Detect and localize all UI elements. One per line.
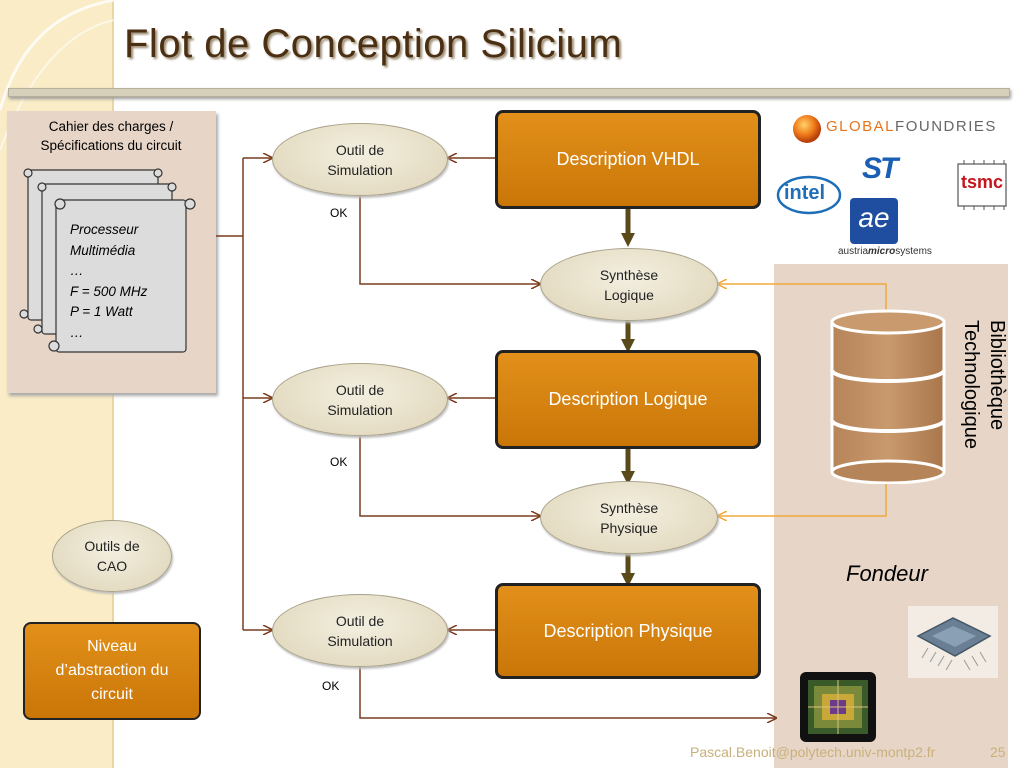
spec-document-text: Processeur Multimédia … F = 500 MHz P = … xyxy=(70,220,180,343)
spec-line: Multimédia xyxy=(70,242,136,258)
ams-logo: ae xyxy=(850,198,898,244)
ellipse-line: Simulation xyxy=(327,161,393,178)
ok-label: OK xyxy=(322,679,340,693)
box-label: Description Physique xyxy=(543,620,713,641)
spec-line: … xyxy=(70,263,84,278)
biblio-line: Technologique xyxy=(960,320,982,449)
spec-to-simulators-bus xyxy=(216,158,272,630)
technology-library-label: Bibliothèque Technologique xyxy=(924,320,1010,480)
description-physique-box: Description Physique xyxy=(495,583,761,679)
tsmc-chip-icon xyxy=(957,160,1007,210)
simulation-tool-1: Outil de Simulation xyxy=(272,123,448,196)
ellipse-line: Outil de xyxy=(335,381,385,398)
ams-text-a: austria xyxy=(838,246,869,257)
legend-abstraction-level: Niveau d’abstraction du circuit xyxy=(23,622,201,720)
biblio-line: Bibliothèque xyxy=(986,320,1008,431)
ellipse-line: Physique xyxy=(600,519,658,536)
box-to-simulator-arrows xyxy=(448,158,495,630)
document-stack-icon xyxy=(19,168,196,353)
st-logo: ST xyxy=(862,152,898,186)
spec-title-line: Spécifications du circuit xyxy=(40,138,182,153)
ams-text: austriamicrosystems xyxy=(838,246,932,257)
database-icon xyxy=(830,309,946,484)
tsmc-logo: tsmc xyxy=(950,160,1014,210)
st-text: ST xyxy=(862,152,898,185)
ams-mark: ae xyxy=(858,202,890,233)
spec-line: Processeur xyxy=(70,222,139,237)
ok-label: OK xyxy=(330,206,348,220)
legend-cad-tools: Outils de CAO xyxy=(52,520,172,592)
ams-text-b: micro xyxy=(868,246,896,257)
description-vhdl-box: Description VHDL xyxy=(495,110,761,209)
description-logique-box: Description Logique xyxy=(495,350,761,449)
simulation-tool-3: Outil de Simulation xyxy=(272,594,448,667)
footer-email: Pascal.Benoit@polytech.univ-montp2.fr xyxy=(690,744,936,760)
box-label: Description Logique xyxy=(548,389,708,409)
legend-line: circuit xyxy=(91,686,133,703)
ok-to-synthesis-arrows xyxy=(359,195,776,718)
ellipse-line: Synthèse xyxy=(599,499,659,516)
founder-label: Fondeur xyxy=(846,561,928,586)
intel-swoosh-icon xyxy=(776,175,842,215)
spec-line: P = 1 Watt xyxy=(70,304,133,319)
spec-title-line: Cahier des charges / xyxy=(48,119,174,134)
ellipse-line: Simulation xyxy=(327,632,393,649)
legend-line: Niveau xyxy=(87,638,137,655)
legend-line: d’abstraction du xyxy=(55,662,169,679)
ellipse-line: Simulation xyxy=(327,401,393,418)
intel-text: intel xyxy=(784,182,826,204)
ok-label: OK xyxy=(330,455,348,469)
tsmc-text: tsmc xyxy=(960,172,1004,192)
ellipse-line: Logique xyxy=(604,286,654,303)
ellipse-line: Outil de xyxy=(335,612,385,629)
slide-title: Flot de Conception Silicium xyxy=(124,22,623,66)
gf-text-b: FOUNDRIES xyxy=(895,118,997,135)
chip-package-icon xyxy=(908,606,998,678)
intel-logo: intel xyxy=(776,174,842,216)
title-divider xyxy=(8,88,1010,97)
spec-line: F = 500 MHz xyxy=(70,283,148,299)
spec-title: Cahier des charges / Spécifications du c… xyxy=(8,117,214,155)
page-number: 25 xyxy=(990,744,1006,760)
simulation-tool-2: Outil de Simulation xyxy=(272,363,448,436)
box-label: Description VHDL xyxy=(556,149,700,169)
ams-text-c: systems xyxy=(895,246,932,257)
silicon-die-icon xyxy=(800,672,876,742)
globalfoundries-logo: GLOBALFOUNDRIES xyxy=(826,118,997,135)
legend-line: Outils de xyxy=(84,538,140,554)
ellipse-line: Outil de xyxy=(335,141,385,158)
gf-text-a: GLOBAL xyxy=(826,118,896,135)
ellipse-line: Synthèse xyxy=(599,266,659,283)
legend-line: CAO xyxy=(96,558,128,574)
spec-line: … xyxy=(70,324,84,340)
globalfoundries-logo-icon xyxy=(793,115,821,143)
